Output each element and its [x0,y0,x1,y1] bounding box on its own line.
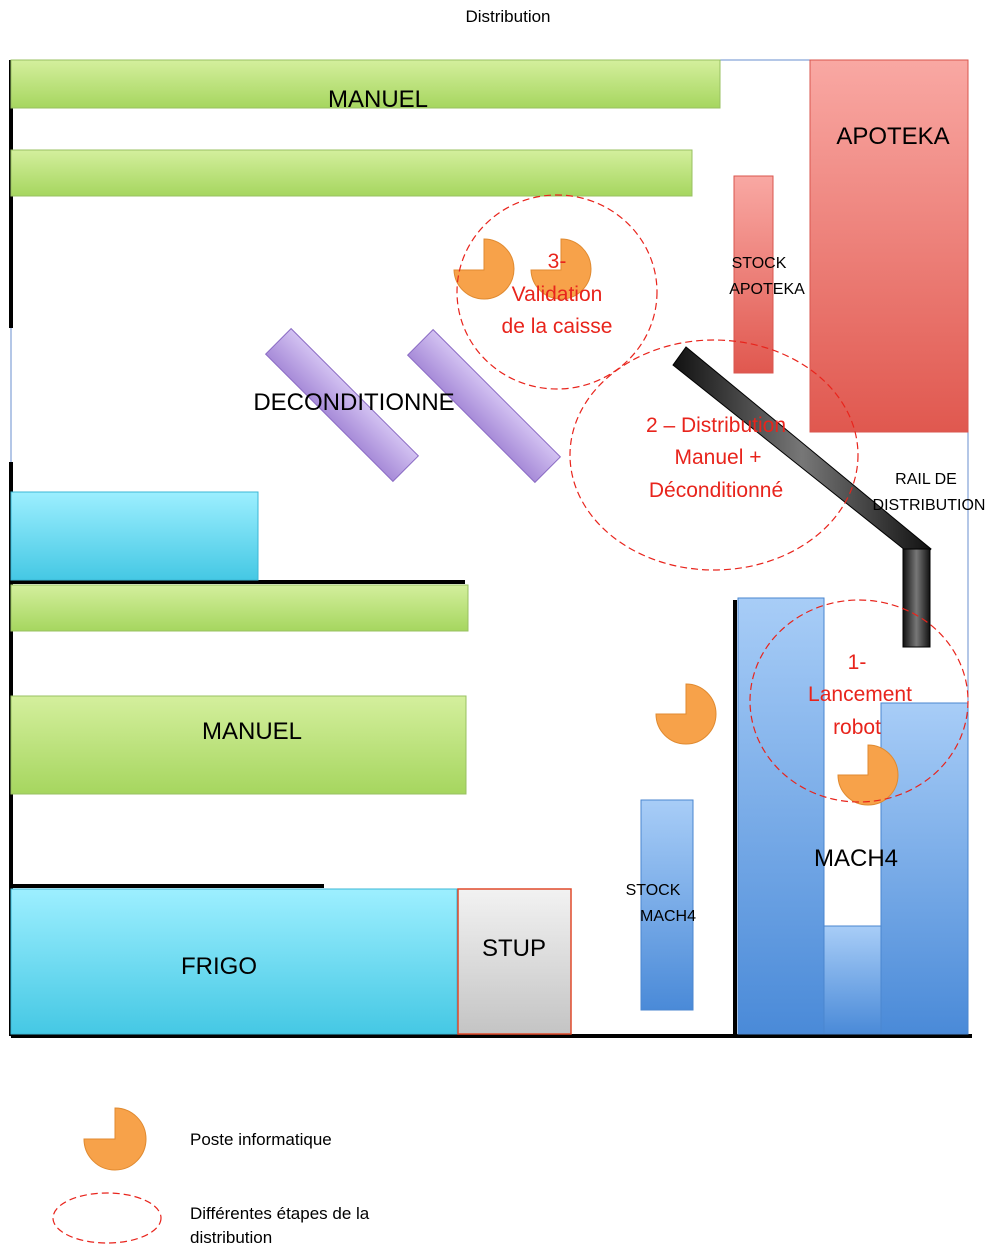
step-1-label-3: robot [833,716,881,739]
legend-poste-label: Poste informatique [190,1130,332,1149]
manuel-shelf-top-2 [10,149,693,197]
deconditionne-shelf-2 [406,328,562,484]
step-1-label-2: Lancement [808,683,912,706]
step-1-circle [749,599,969,803]
poste-icon [655,683,717,745]
legend-steps-label-2: distribution [190,1228,272,1247]
legend-step-circle-icon [52,1192,162,1244]
stock-mach4-label-1: STOCK [626,882,681,899]
mach4-right-tower [880,702,969,1035]
step-3-label-3: de la caisse [502,315,613,338]
stock-apoteka-label-1: STOCK [732,255,787,272]
step-2-label-2: Manuel + [675,446,762,469]
manuel-shelf-top-1 [10,59,721,109]
apoteka-label: APOTEKA [836,123,949,150]
step-3-label-1: 3- [548,250,567,273]
poste-icon [453,238,515,300]
stock-mach4-label-2: MACH4 [640,908,696,925]
step-3-circle [456,194,658,390]
rail-label-2: DISTRIBUTION [873,497,986,514]
stock-apoteka-label-2: APOTEKA [729,281,805,298]
rail-vertical [902,548,931,648]
stock-mach4-block [640,799,694,1011]
deconditionne-shelf-1 [264,327,420,483]
legend-steps-label-1: Différentes étapes de la [190,1204,370,1223]
manuel-shelf-bottom-1 [10,584,469,632]
frigo-label: FRIGO [181,953,257,980]
frigo-upper-block [10,491,259,581]
stup-label: STUP [482,935,546,962]
manuel-shelf-bottom-2 [10,695,467,795]
step-3-label-2: Validation [512,283,603,306]
step-2-label-1: 2 – Distribution [646,414,786,437]
manuel-top-label: MANUEL [328,86,428,113]
manuel-bottom-label: MANUEL [202,718,302,745]
stup-block [457,888,572,1035]
apoteka-block [809,59,969,433]
deconditionne-label: DECONDITIONNE [253,389,454,416]
stock-apoteka-block [733,175,774,374]
legend-poste-icon [83,1107,147,1171]
step-1-label-1: 1- [848,651,867,674]
frigo-block [10,888,458,1035]
poste-icon [837,744,899,806]
mach4-left-tower [737,597,825,1035]
step-2-circle [569,339,859,571]
step-2-label-3: Déconditionné [649,479,783,502]
page-title: Distribution [465,7,550,26]
rail-label-1: RAIL DE [895,471,957,488]
mach4-label: MACH4 [814,845,898,872]
mach4-base [823,925,882,1035]
poste-icon [530,238,592,300]
rail-diagonal [672,346,932,563]
